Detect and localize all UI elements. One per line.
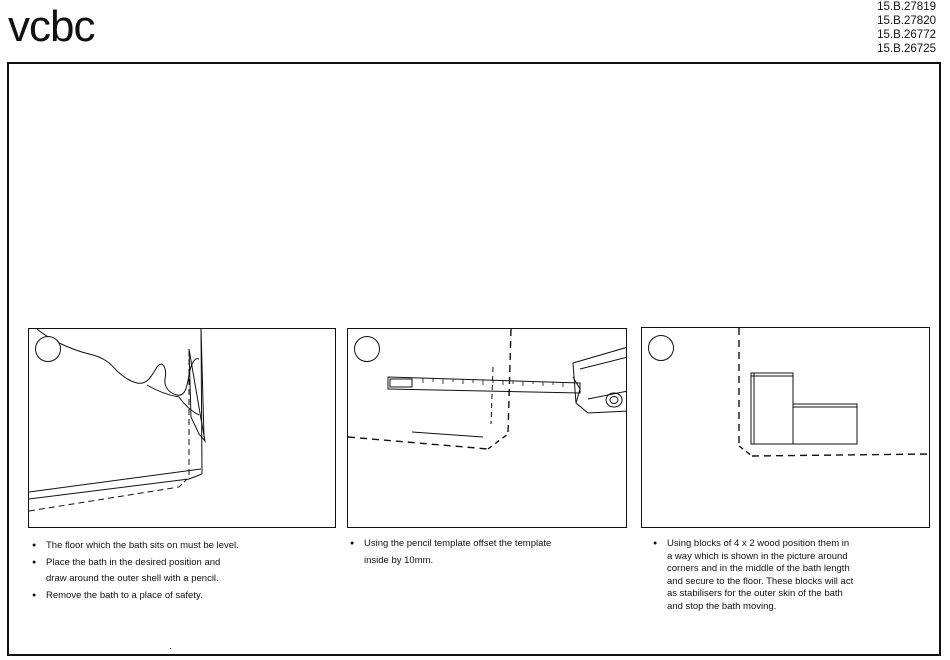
instruction-line: Using the pencil template offset the tem… bbox=[348, 536, 628, 553]
step-marker-circle bbox=[648, 335, 674, 361]
step-marker-circle bbox=[35, 336, 61, 362]
step-marker-circle bbox=[354, 336, 380, 362]
instruction-line: Place the bath in the desired position a… bbox=[30, 555, 330, 572]
step-3-drawing bbox=[738, 328, 929, 457]
step-3-instructions: Using blocks of 4 x 2 wood position them… bbox=[651, 538, 931, 614]
instruction-line: corners and in the middle of the bath le… bbox=[667, 563, 850, 575]
stray-mark bbox=[170, 648, 171, 649]
step-2-instructions: Using the pencil template offset the tem… bbox=[348, 536, 628, 569]
instruction-line: as stabilisers for the outer skin of the… bbox=[667, 588, 843, 600]
product-codes: 15.B.27819 15.B.27820 15.B.26772 15.B.26… bbox=[877, 0, 936, 56]
instruction-line: a way which is shown in the picture arou… bbox=[667, 550, 848, 562]
instruction-line: Using blocks of 4 x 2 wood position them… bbox=[651, 538, 931, 551]
product-code: 15.B.27820 bbox=[877, 15, 936, 27]
step-2-drawing bbox=[348, 329, 626, 450]
instruction-line: inside by 10mm. bbox=[364, 554, 434, 566]
step-2-illustration bbox=[347, 328, 627, 528]
product-code: 15.B.27819 bbox=[877, 1, 936, 13]
instruction-line: Remove the bath to a place of safety. bbox=[30, 588, 330, 605]
step-3-illustration bbox=[641, 327, 930, 528]
step-1-illustration bbox=[28, 328, 336, 528]
product-code: 15.B.26725 bbox=[877, 43, 936, 55]
product-code: 15.B.26772 bbox=[877, 29, 936, 41]
instruction-line: draw around the outer shell with a penci… bbox=[46, 573, 219, 584]
instruction-line: The floor which the bath sits on must be… bbox=[30, 538, 330, 555]
instruction-frame bbox=[7, 62, 941, 656]
instruction-line: and stop the bath moving. bbox=[667, 600, 777, 612]
step-1-instructions: The floor which the bath sits on must be… bbox=[30, 538, 330, 604]
instruction-line: and secure to the floor. These blocks wi… bbox=[667, 575, 854, 587]
step-1-drawing bbox=[29, 329, 206, 512]
brand-logo: vcbc bbox=[8, 2, 95, 51]
